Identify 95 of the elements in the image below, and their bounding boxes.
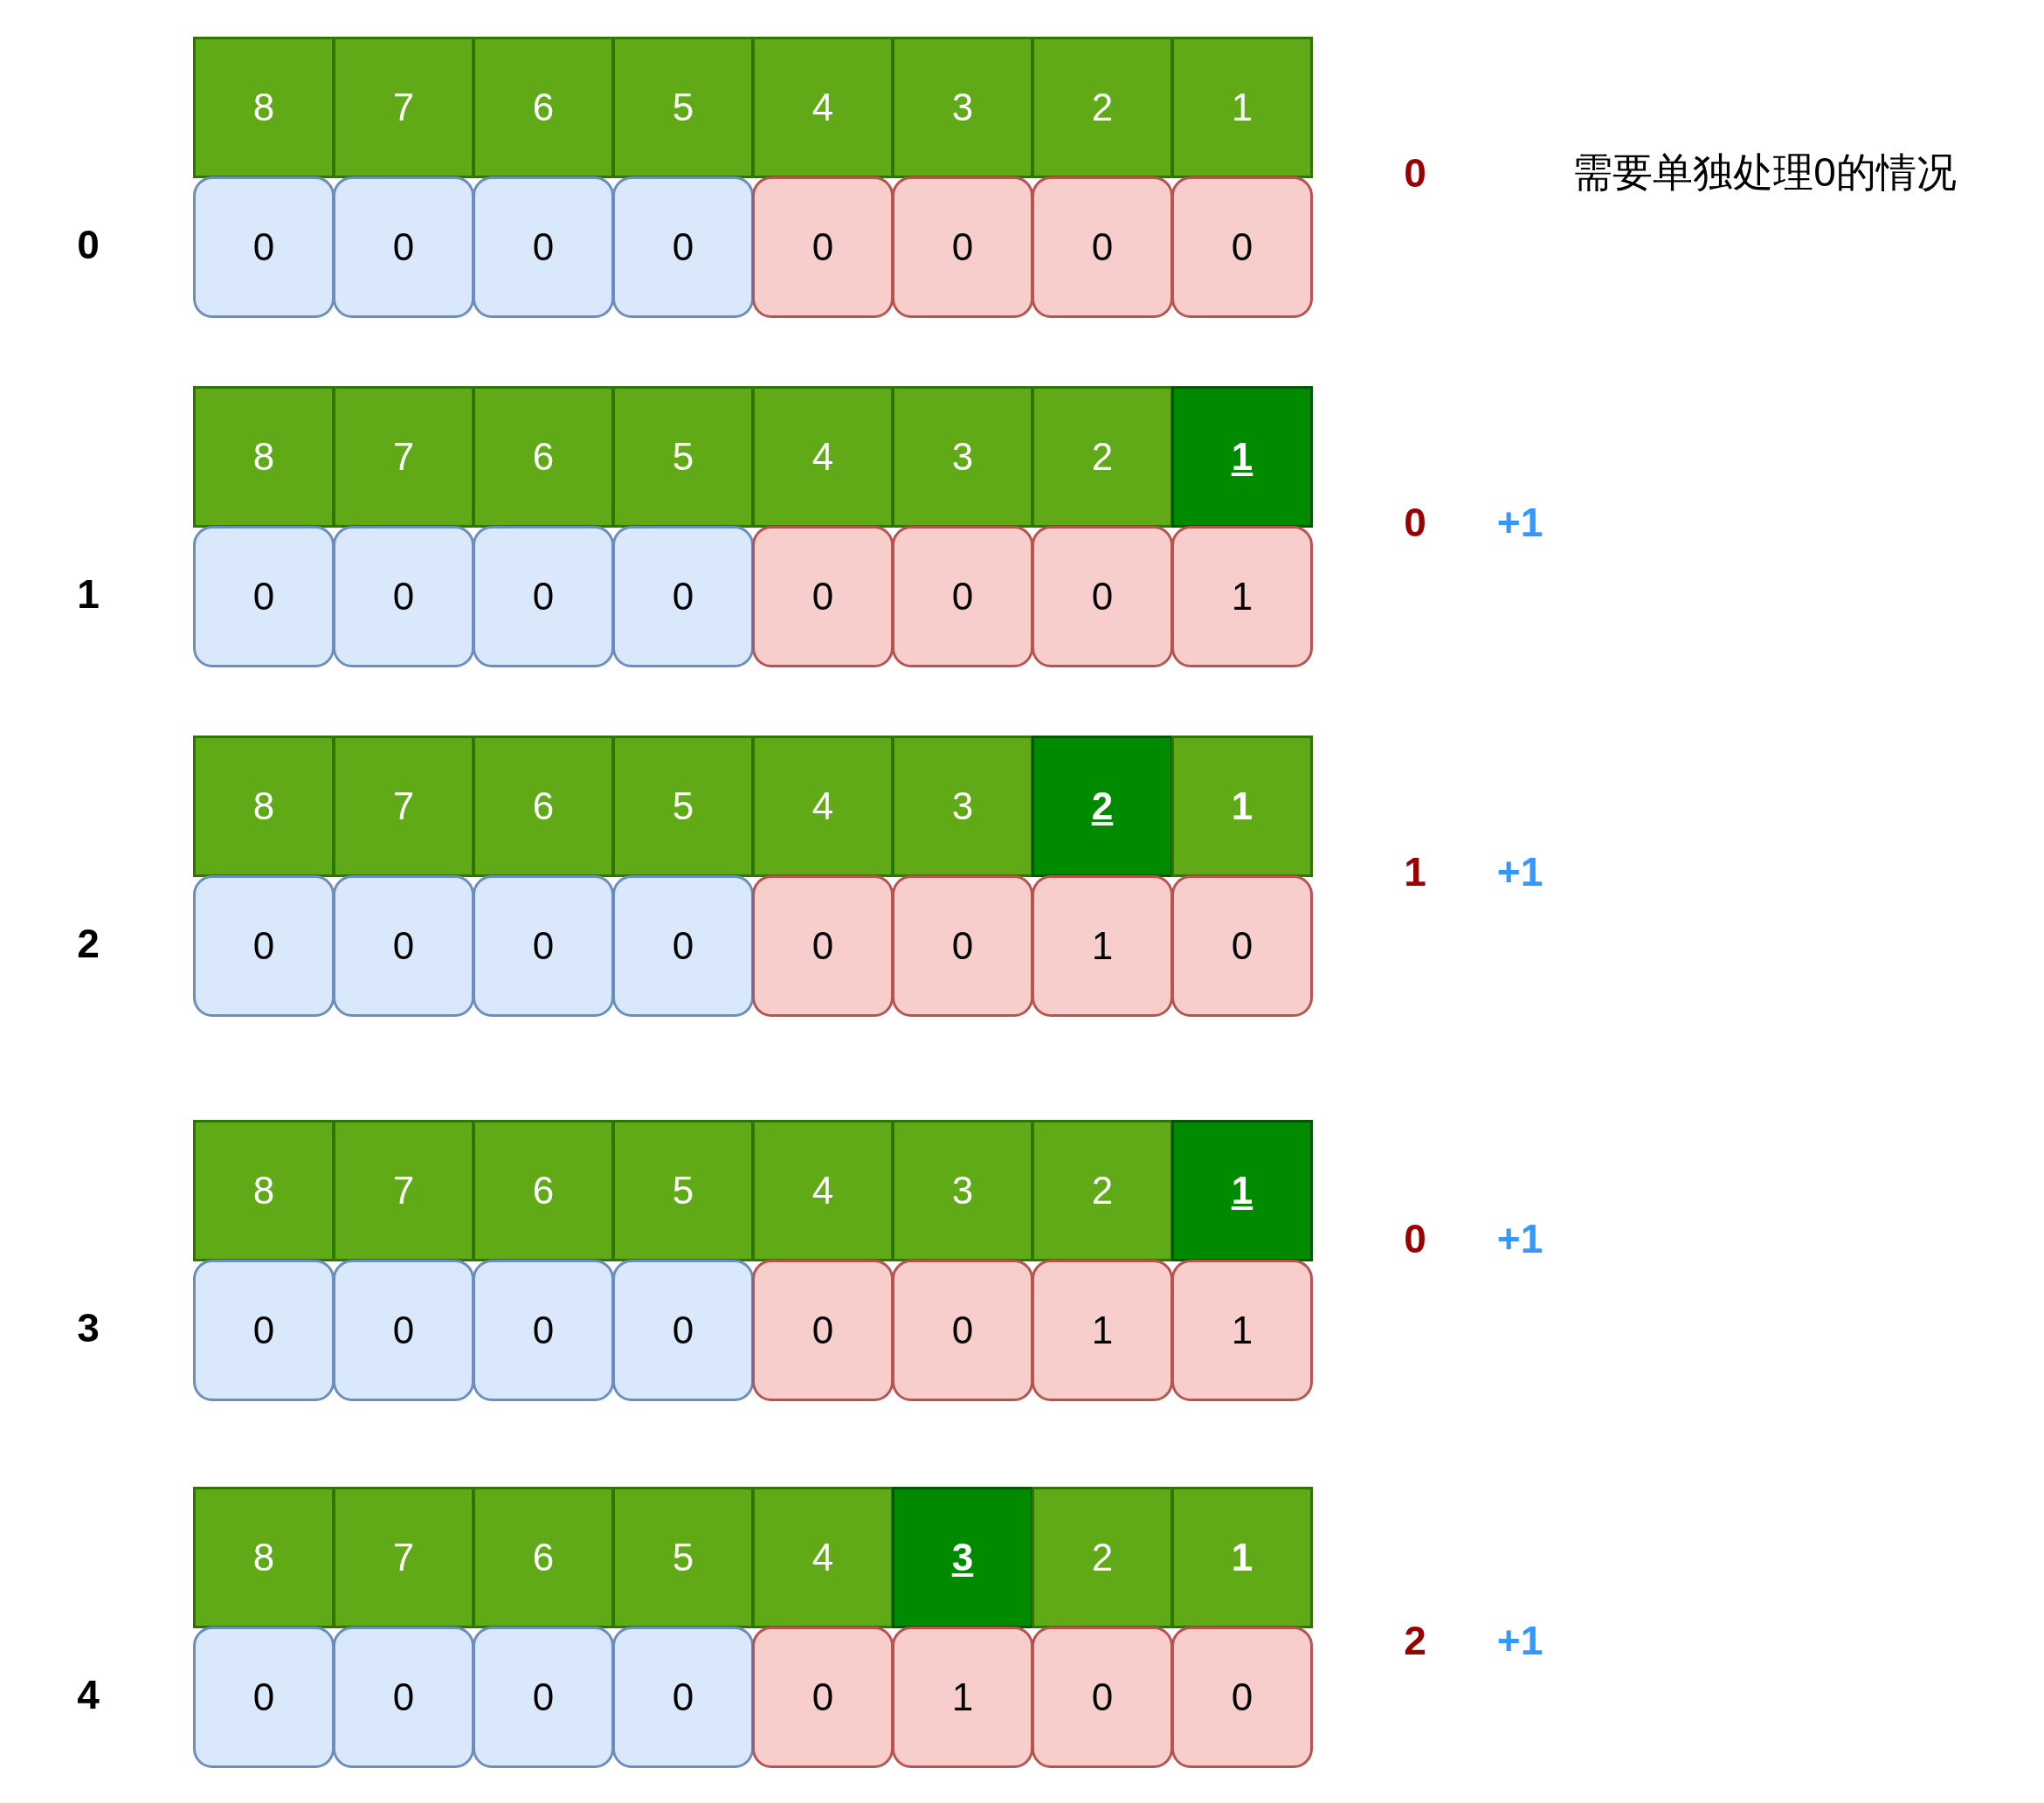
bit-cell: 5 bbox=[612, 386, 754, 528]
value-cell: 0 bbox=[473, 176, 614, 318]
value-cell: 0 bbox=[1171, 875, 1313, 1017]
highlighted-bit-cell: 1 bbox=[1171, 1120, 1313, 1261]
bit-cell: 4 bbox=[752, 37, 894, 178]
highlighted-bit-cell: 1 bbox=[1171, 386, 1313, 528]
value-cell: 0 bbox=[193, 176, 335, 318]
value-cell: 0 bbox=[333, 176, 474, 318]
value-cell: 0 bbox=[193, 1627, 335, 1768]
bit-cell: 4 bbox=[752, 1120, 894, 1261]
bit-cell: 6 bbox=[473, 37, 614, 178]
count-value: 2 bbox=[1404, 1617, 1426, 1664]
value-cell: 1 bbox=[1032, 1260, 1173, 1401]
bit-cell: 4 bbox=[752, 386, 894, 528]
bit-cell: 5 bbox=[612, 736, 754, 877]
bit-cell: 6 bbox=[473, 736, 614, 877]
bit-cell: 6 bbox=[473, 1120, 614, 1261]
bit-cell: 7 bbox=[333, 37, 474, 178]
value-cell: 0 bbox=[333, 1260, 474, 1401]
value-cell: 1 bbox=[892, 1627, 1033, 1768]
value-cell: 0 bbox=[752, 526, 894, 667]
bit-cell: 3 bbox=[892, 386, 1033, 528]
count-value: 1 bbox=[1404, 848, 1426, 895]
row-number: 1 bbox=[77, 570, 100, 618]
value-cell: 0 bbox=[892, 1260, 1033, 1401]
value-cell: 0 bbox=[752, 176, 894, 318]
bit-cell: 8 bbox=[193, 736, 335, 877]
highlighted-bit-cell: 3 bbox=[892, 1487, 1033, 1628]
value-cell: 0 bbox=[612, 1627, 754, 1768]
value-cell: 0 bbox=[612, 176, 754, 318]
bit-cell: 1 bbox=[1171, 1487, 1313, 1628]
value-cell: 0 bbox=[333, 875, 474, 1017]
bit-cell: 5 bbox=[612, 1487, 754, 1628]
increment-label: +1 bbox=[1496, 1215, 1543, 1262]
value-cell: 0 bbox=[1171, 1627, 1313, 1768]
bit-cell: 8 bbox=[193, 37, 335, 178]
value-cell: 0 bbox=[752, 875, 894, 1017]
bit-cell: 3 bbox=[892, 736, 1033, 877]
value-cell: 0 bbox=[193, 1260, 335, 1401]
bit-cell: 2 bbox=[1032, 1487, 1173, 1628]
row-number: 2 bbox=[77, 920, 100, 967]
row-number: 0 bbox=[77, 221, 100, 268]
value-cell: 0 bbox=[892, 176, 1033, 318]
value-cell: 0 bbox=[612, 526, 754, 667]
value-cell: 0 bbox=[612, 1260, 754, 1401]
bit-cell: 1 bbox=[1171, 37, 1313, 178]
value-cell: 0 bbox=[752, 1627, 894, 1768]
bit-cell: 7 bbox=[333, 1487, 474, 1628]
increment-label: +1 bbox=[1496, 848, 1543, 895]
value-cell: 0 bbox=[333, 526, 474, 667]
value-cell: 0 bbox=[473, 1260, 614, 1401]
bit-cell: 3 bbox=[892, 1120, 1033, 1261]
row-number: 4 bbox=[77, 1671, 100, 1718]
value-cell: 0 bbox=[892, 875, 1033, 1017]
bit-cell: 7 bbox=[333, 1120, 474, 1261]
highlighted-bit-cell: 2 bbox=[1032, 736, 1173, 877]
count-value: 0 bbox=[1404, 499, 1426, 546]
value-cell: 0 bbox=[193, 875, 335, 1017]
value-cell: 0 bbox=[1032, 526, 1173, 667]
value-cell: 0 bbox=[473, 526, 614, 667]
value-cell: 0 bbox=[333, 1627, 474, 1768]
bit-cell: 6 bbox=[473, 386, 614, 528]
increment-label: +1 bbox=[1496, 1617, 1543, 1664]
bit-cell: 2 bbox=[1032, 37, 1173, 178]
value-cell: 1 bbox=[1171, 1260, 1313, 1401]
value-cell: 0 bbox=[1032, 1627, 1173, 1768]
bit-cell: 7 bbox=[333, 736, 474, 877]
note-text: 需要单独处理0的情况 bbox=[1572, 149, 1957, 197]
bit-cell: 3 bbox=[892, 37, 1033, 178]
bit-cell: 5 bbox=[612, 1120, 754, 1261]
value-cell: 0 bbox=[1032, 176, 1173, 318]
count-value: 0 bbox=[1404, 1215, 1426, 1262]
bit-cell: 4 bbox=[752, 736, 894, 877]
bit-cell: 2 bbox=[1032, 1120, 1173, 1261]
bit-cell: 5 bbox=[612, 37, 754, 178]
bit-cell: 8 bbox=[193, 386, 335, 528]
value-cell: 0 bbox=[612, 875, 754, 1017]
bit-cell: 7 bbox=[333, 386, 474, 528]
value-cell: 0 bbox=[752, 1260, 894, 1401]
bit-cell: 8 bbox=[193, 1120, 335, 1261]
value-cell: 0 bbox=[1171, 176, 1313, 318]
bit-cell: 8 bbox=[193, 1487, 335, 1628]
count-value: 0 bbox=[1404, 149, 1426, 197]
value-cell: 0 bbox=[892, 526, 1033, 667]
row-number: 3 bbox=[77, 1304, 100, 1351]
increment-label: +1 bbox=[1496, 499, 1543, 546]
bit-cell: 1 bbox=[1171, 736, 1313, 877]
value-cell: 1 bbox=[1032, 875, 1173, 1017]
value-cell: 1 bbox=[1171, 526, 1313, 667]
value-cell: 0 bbox=[473, 1627, 614, 1768]
bit-cell: 6 bbox=[473, 1487, 614, 1628]
bit-cell: 2 bbox=[1032, 386, 1173, 528]
value-cell: 0 bbox=[193, 526, 335, 667]
bit-cell: 4 bbox=[752, 1487, 894, 1628]
value-cell: 0 bbox=[473, 875, 614, 1017]
